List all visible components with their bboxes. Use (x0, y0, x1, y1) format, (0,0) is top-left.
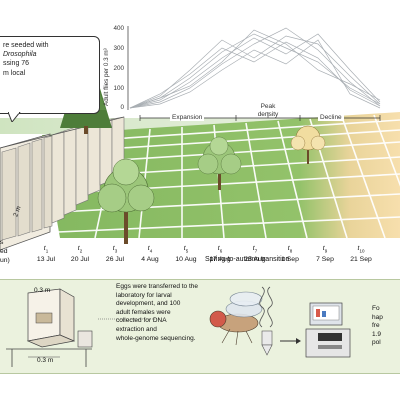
lab-illustration (6, 286, 351, 367)
cage-box-icon (26, 288, 76, 348)
phase-peak-density: Peak density (246, 103, 290, 119)
drosophila-fly-icon (209, 291, 263, 346)
right-caption-line-2: hap (372, 313, 383, 321)
timepoint-date: 10 Aug (175, 256, 197, 264)
timepoint-date: 20 Jul (70, 256, 90, 264)
y-tick-400: 400 (113, 25, 124, 32)
timepoint-date: 17 Aug (209, 256, 231, 264)
y-axis-label: Adult flies per 0.3 m³ (103, 48, 110, 106)
callout-line-3: ssing 76 (3, 60, 30, 68)
timepoint-date: 26 Jul (105, 256, 125, 264)
y-tick-300: 300 (113, 45, 124, 52)
caption-line-4: adult females were (116, 308, 171, 316)
workflow-arrow-icon (280, 338, 301, 344)
tree-peak (197, 136, 242, 190)
timepoint-code: t4 (147, 245, 153, 254)
timepoint-date: 7 Sep (316, 256, 334, 264)
timepoint-code: t7 (252, 245, 258, 254)
timepoint-1: t1 13 Jul (29, 244, 63, 264)
timepoint-code: t10 (357, 245, 365, 254)
callout-tail (8, 112, 21, 122)
y-tick-100: 100 (113, 85, 124, 92)
dna-helix-icon (259, 286, 273, 328)
left-label-2: ed (0, 248, 8, 255)
phase-expansion: Expansion (170, 114, 205, 121)
transition-label: Spring-to-autumn transition (205, 256, 290, 263)
left-label-1: s (0, 239, 4, 246)
timepoint-date: 13 Jul (36, 256, 56, 264)
timepoint-code: t2 (77, 245, 83, 254)
lab-caption: Eggs were transferred to the laboratory … (116, 283, 228, 343)
timepoint-4: t4 4 Aug (133, 244, 167, 264)
sequencer-icon (305, 302, 351, 358)
timepoint-code: t3 (112, 245, 118, 254)
sample-tube-icon (261, 330, 273, 356)
timepoint-date: 1 Sep (281, 256, 299, 264)
timepoint-code: t1 (43, 245, 49, 254)
peak-line-2: density (257, 111, 279, 118)
caption-line-2: laboratory for larval (116, 291, 172, 299)
timepoint-code: t6 (217, 245, 223, 254)
caption-line-7: whole-genome sequencing. (116, 334, 196, 342)
timepoint-date: 4 Aug (141, 256, 159, 264)
caption-line-1: Eggs were transferred to the (116, 283, 199, 290)
right-caption-line-3: fre (372, 322, 380, 330)
left-cropped-labels: s ed un) (0, 238, 10, 265)
y-tick-200: 200 (113, 65, 124, 72)
right-caption-line-1: Fo (372, 305, 380, 312)
cage-size-label: 0.3 m (34, 287, 50, 296)
right-caption-line-5: pol (372, 339, 381, 347)
timepoint-6: t6 17 Aug (203, 244, 237, 264)
timepoint-10: t10 21 Sep (344, 244, 378, 264)
timepoint-3: t3 26 Jul (98, 244, 132, 264)
callout-line-4: m local (3, 69, 26, 77)
seeding-callout: re seeded with Drosophila ssing 76 m loc… (0, 36, 100, 114)
callout-line-1: re seeded with (3, 42, 49, 49)
left-label-3: un) (0, 257, 10, 264)
cage-row (0, 116, 125, 251)
timepoint-code: t9 (322, 245, 328, 254)
timepoint-2: t2 20 Jul (63, 244, 97, 264)
y-tick-0: 0 (120, 104, 124, 111)
timepoint-8: t8 1 Sep (273, 244, 307, 264)
cage-size-text: 0.3 m (34, 287, 51, 294)
tree-decline (290, 125, 326, 164)
caption-line-6: extraction and (116, 325, 157, 333)
caption-line-3: development, and 100 (116, 300, 181, 308)
timepoint-code: t5 (183, 245, 189, 254)
trajectory-lines (129, 27, 381, 109)
timepoint-code: t8 (287, 245, 293, 254)
tree-expansion (97, 158, 155, 244)
timepoint-7: t7 25 Aug (238, 244, 272, 264)
caption-line-5: collected for DNA (116, 317, 167, 325)
callout-line-2: Drosophila (3, 51, 37, 59)
timepoint-date: 25 Aug (244, 256, 266, 264)
phase-decline: Decline (318, 114, 344, 121)
cage-width-label: 0.3 m (37, 357, 54, 364)
right-caption: Fo hap fre 1.9 pol (372, 305, 400, 348)
timepoint-5: t5 10 Aug (169, 244, 203, 264)
right-caption-line-4: 1.9 (372, 330, 382, 338)
timepoint-9: t9 7 Sep (308, 244, 342, 264)
lab-table-icon (6, 330, 93, 367)
timepoint-date: 21 Sep (350, 256, 372, 264)
peak-line-1: Peak (260, 103, 276, 110)
